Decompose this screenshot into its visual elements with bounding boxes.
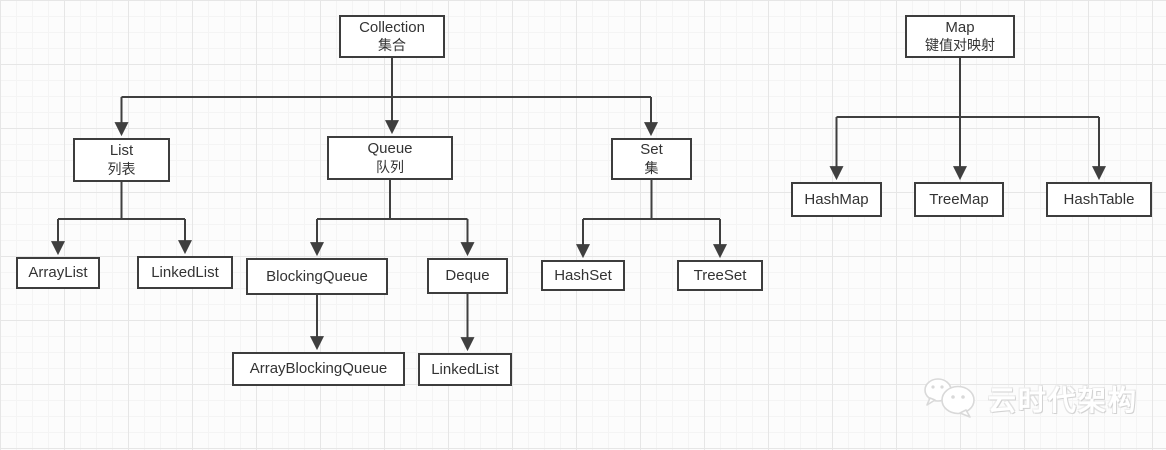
node-label: TreeMap	[929, 190, 989, 208]
node-label: BlockingQueue	[266, 267, 368, 285]
node-treemap[interactable]: TreeMap	[914, 182, 1004, 217]
node-list[interactable]: List 列表	[73, 138, 170, 182]
node-blockingqueue[interactable]: BlockingQueue	[246, 258, 388, 295]
node-label: TreeSet	[693, 266, 747, 284]
node-hashmap[interactable]: HashMap	[791, 182, 882, 217]
node-linkedlist-2[interactable]: LinkedList	[418, 353, 512, 386]
node-label: ArrayList	[28, 264, 88, 282]
node-linkedlist[interactable]: LinkedList	[137, 256, 233, 289]
node-label: Map	[945, 18, 975, 36]
watermark-text: 云时代架构	[988, 385, 1139, 416]
node-sublabel: 队列	[376, 158, 404, 175]
node-label: Deque	[445, 267, 490, 285]
node-label: ArrayBlockingQueue	[249, 360, 388, 378]
node-label: Set	[640, 141, 663, 159]
node-label: LinkedList	[151, 263, 219, 281]
node-label: HashSet	[554, 266, 612, 284]
node-treeset[interactable]: TreeSet	[677, 260, 763, 291]
wechat-chat-bubbles-icon	[924, 378, 975, 418]
node-arraylist[interactable]: ArrayList	[16, 257, 100, 289]
node-sublabel: 列表	[107, 160, 136, 177]
node-queue[interactable]: Queue 队列	[327, 136, 453, 180]
node-deque[interactable]: Deque	[427, 258, 508, 294]
node-arrayblockingqueue[interactable]: ArrayBlockingQueue	[232, 352, 405, 386]
node-collection[interactable]: Collection 集合	[339, 15, 445, 58]
node-sublabel: 集	[644, 159, 659, 176]
watermark: 云时代架构	[922, 376, 1138, 422]
node-map[interactable]: Map 键值对映射	[905, 15, 1015, 58]
node-label: Queue	[367, 140, 413, 158]
node-hashtable[interactable]: HashTable	[1046, 182, 1152, 217]
node-label: HashTable	[1063, 190, 1135, 208]
node-label: HashMap	[804, 190, 869, 208]
node-label: LinkedList	[431, 360, 499, 378]
node-sublabel: 集合	[378, 37, 406, 54]
node-hashset[interactable]: HashSet	[541, 260, 625, 291]
node-set[interactable]: Set 集	[611, 138, 692, 180]
node-sublabel: 键值对映射	[925, 37, 995, 54]
node-label: Collection	[359, 18, 425, 36]
node-label: List	[109, 142, 134, 160]
